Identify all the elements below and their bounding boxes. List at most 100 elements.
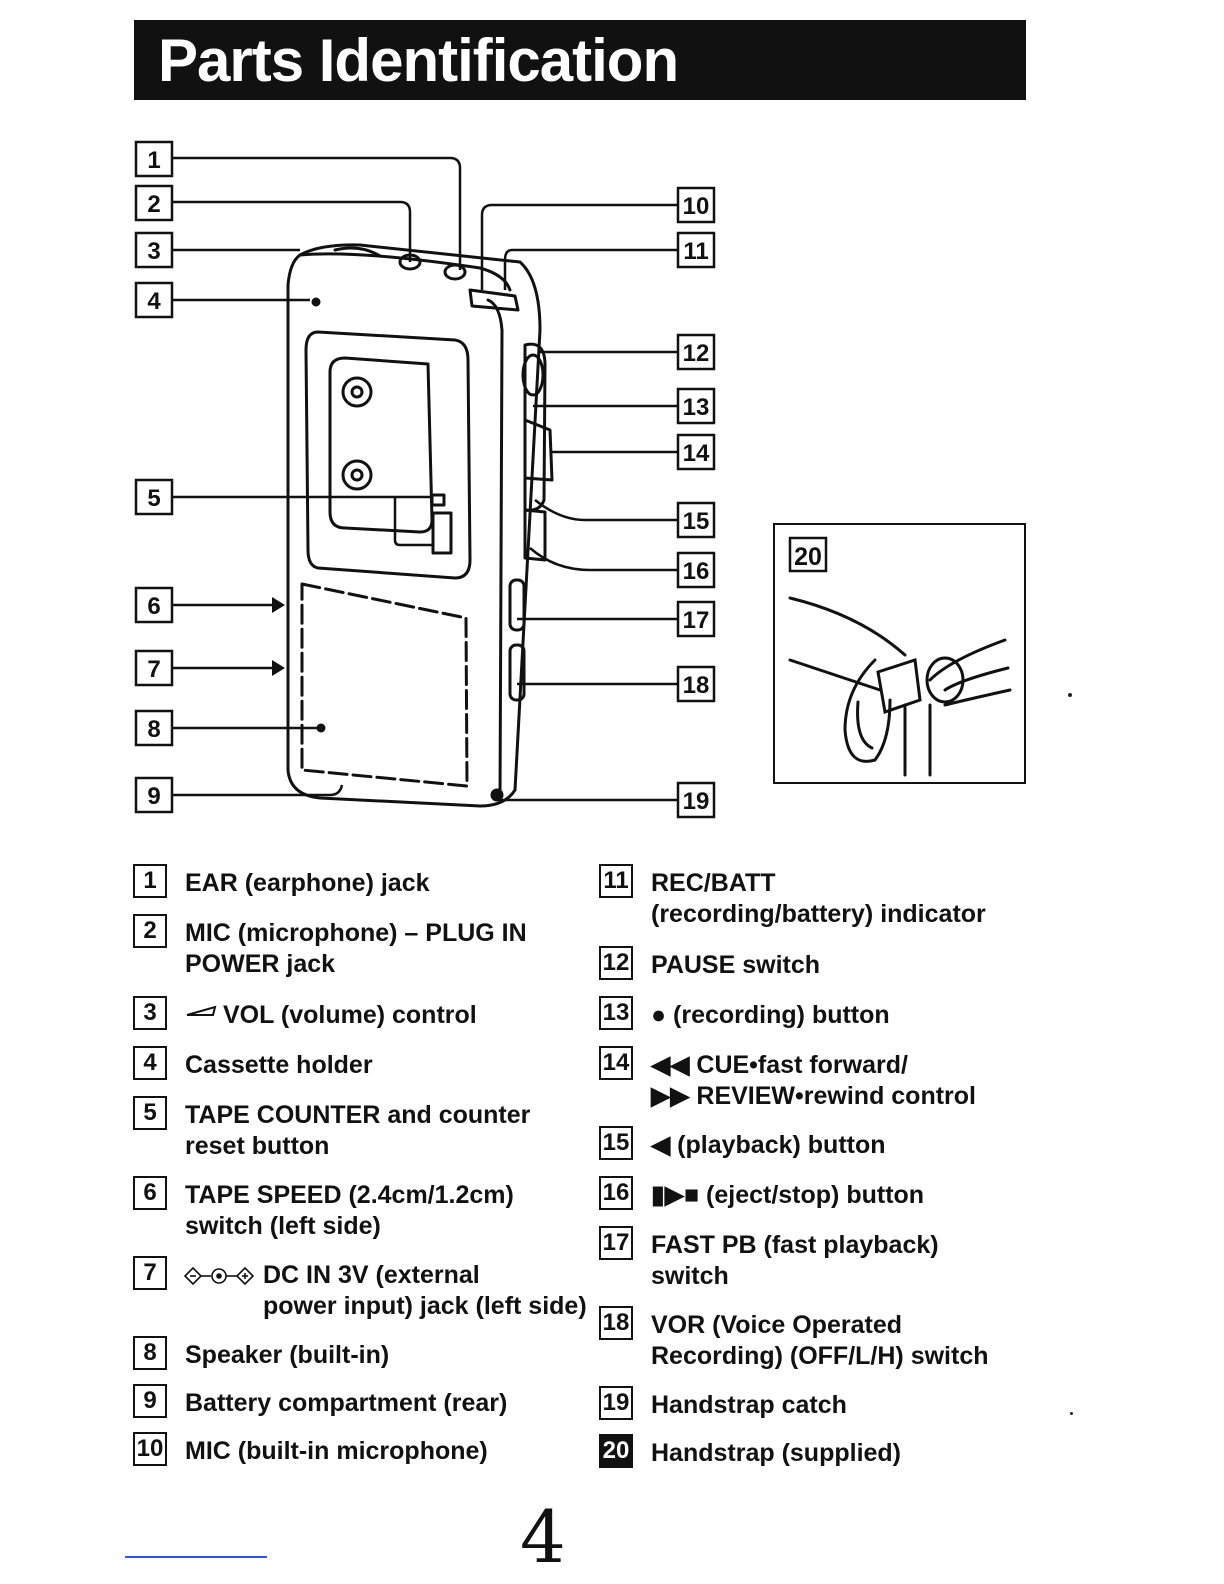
part-number: 4 xyxy=(133,1046,167,1080)
part-item: 7 DC IN 3V (external power input) jack (… xyxy=(133,1252,587,1332)
svg-text:1: 1 xyxy=(147,147,160,174)
svg-text:15: 15 xyxy=(683,508,710,535)
part-item: 12 PAUSE switch xyxy=(599,942,989,992)
part-item: 3 VOL (volume) control xyxy=(133,992,587,1042)
cassette-window xyxy=(304,330,472,580)
part-number: 19 xyxy=(599,1386,633,1420)
part-item: 5 TAPE COUNTER and counter reset button xyxy=(133,1092,587,1172)
part-number: 8 xyxy=(133,1336,167,1370)
part-item: 15 ◀ (playback) button xyxy=(599,1122,989,1172)
part-number: 14 xyxy=(599,1046,633,1080)
part-number: 11 xyxy=(599,864,633,898)
part-description: VOL (volume) control xyxy=(223,1001,477,1029)
part-number: 2 xyxy=(133,914,167,948)
part-item: 20 Handstrap (supplied) xyxy=(599,1430,989,1478)
scan-speck xyxy=(1068,693,1072,697)
recorder-diagram: 20 1 2 3 4 5 6 7 8 9 10 11 12 13 14 15 1… xyxy=(134,140,1026,819)
callout-10: 10 xyxy=(676,186,716,224)
part-number: 1 xyxy=(133,864,167,898)
part-number: 5 xyxy=(133,1096,167,1130)
callout-13: 13 xyxy=(676,387,716,425)
part-item: 19 Handstrap catch xyxy=(599,1382,989,1430)
part-item: 2 MIC (microphone) – PLUG IN POWER jack xyxy=(133,910,587,992)
side-switch-fast-pb xyxy=(508,578,526,632)
footer-rule xyxy=(125,1556,267,1558)
scan-speck xyxy=(1070,1412,1073,1415)
part-description: MIC (microphone) – PLUG IN POWER jack xyxy=(185,919,527,978)
parts-list-right: 11 REC/BATT (recording/battery) indicato… xyxy=(599,860,989,1478)
part-number: 16 xyxy=(599,1176,633,1210)
recorder-side-edge xyxy=(486,298,504,802)
callout-3: 3 xyxy=(134,231,174,269)
svg-text:14: 14 xyxy=(683,440,710,467)
callout-14: 14 xyxy=(676,433,716,471)
part-number: 12 xyxy=(599,946,633,980)
svg-text:17: 17 xyxy=(683,607,710,634)
part-description: FAST PB (fast playback) switch xyxy=(651,1231,939,1290)
callout-7: 7 xyxy=(134,649,174,687)
part-description: EAR (earphone) jack xyxy=(185,869,430,897)
part-description: DC IN 3V (external power input) jack (le… xyxy=(263,1261,587,1320)
part-number: 3 xyxy=(133,996,167,1030)
part-description: REC/BATT (recording/battery) indicator xyxy=(651,869,986,928)
volume-wedge-icon xyxy=(185,1004,217,1035)
part-number: 20 xyxy=(599,1434,633,1468)
svg-text:18: 18 xyxy=(683,672,710,699)
svg-text:16: 16 xyxy=(683,558,710,585)
callout-15: 15 xyxy=(676,501,716,539)
svg-text:12: 12 xyxy=(683,340,710,367)
part-description: Cassette holder xyxy=(185,1051,373,1079)
title-bar: Parts Identification xyxy=(134,20,1026,100)
part-number: 7 xyxy=(133,1256,167,1290)
part-item: 1 EAR (earphone) jack xyxy=(133,860,587,910)
part-item: 17 FAST PB (fast playback) switch xyxy=(599,1222,989,1302)
parts-list-left: 1 EAR (earphone) jack 2 MIC (microphone)… xyxy=(133,860,587,1476)
svg-text:2: 2 xyxy=(147,191,160,218)
callout-6: 6 xyxy=(134,586,174,624)
svg-text:13: 13 xyxy=(683,394,710,421)
svg-text:5: 5 xyxy=(147,485,160,512)
part-description: ◀◀ CUE•fast forward/ ▶▶ REVIEW•rewind co… xyxy=(651,1051,976,1110)
upper-reel xyxy=(341,376,373,408)
part-item: 11 REC/BATT (recording/battery) indicato… xyxy=(599,860,989,942)
handstrap-inset xyxy=(773,523,1026,784)
callout-18: 18 xyxy=(676,665,716,703)
part-number: 13 xyxy=(599,996,633,1030)
callout-17: 17 xyxy=(676,600,716,638)
part-description: TAPE SPEED (2.4cm/1.2cm) switch (left si… xyxy=(185,1181,514,1240)
part-description: Speaker (built-in) xyxy=(185,1341,390,1369)
part-item: 4 Cassette holder xyxy=(133,1042,587,1092)
part-description: Handstrap (supplied) xyxy=(651,1439,902,1467)
callout-16: 16 xyxy=(676,551,716,589)
part-description: ▮▶■ (eject/stop) button xyxy=(651,1181,925,1209)
part-number: 18 xyxy=(599,1306,633,1340)
part-item: 10 MIC (built-in microphone) xyxy=(133,1428,587,1476)
side-switch-vor xyxy=(508,643,526,702)
part-item: 9 Battery compartment (rear) xyxy=(133,1380,587,1428)
svg-text:3: 3 xyxy=(147,238,160,265)
part-item: 13 ● (recording) button xyxy=(599,992,989,1042)
callout-2: 2 xyxy=(134,184,174,222)
part-number: 6 xyxy=(133,1176,167,1210)
callout-1: 1 xyxy=(134,140,174,178)
speaker-area xyxy=(300,582,469,788)
part-item: 18 VOR (Voice Operated Recording) (OFF/L… xyxy=(599,1302,989,1382)
part-description: ● (recording) button xyxy=(651,1001,890,1029)
svg-text:19: 19 xyxy=(683,788,710,815)
part-description: TAPE COUNTER and counter reset button xyxy=(185,1101,531,1160)
part-item: 8 Speaker (built-in) xyxy=(133,1332,587,1380)
handstrap-drawing xyxy=(788,596,1012,777)
part-number: 17 xyxy=(599,1226,633,1260)
page-number: 4 xyxy=(520,1495,566,1579)
recorder-top-edge xyxy=(298,252,512,292)
callout-8: 8 xyxy=(134,709,174,747)
callout-11: 11 xyxy=(676,231,716,269)
part-description: Handstrap catch xyxy=(651,1391,847,1419)
part-item: 6 TAPE SPEED (2.4cm/1.2cm) switch (left … xyxy=(133,1172,587,1252)
callout-5: 5 xyxy=(134,478,174,516)
part-description: PAUSE switch xyxy=(651,951,821,979)
callout-12: 12 xyxy=(676,333,716,371)
svg-text:10: 10 xyxy=(683,193,710,220)
part-number: 15 xyxy=(599,1126,633,1160)
svg-text:4: 4 xyxy=(147,288,161,315)
